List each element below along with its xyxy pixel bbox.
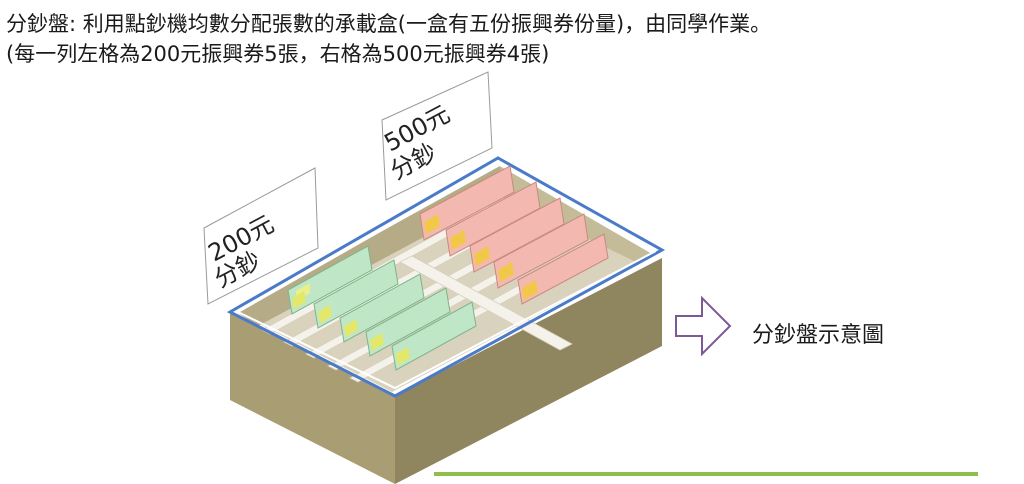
vouchers-200: [287, 245, 477, 371]
diagram-caption: 分鈔盤示意圖: [752, 323, 885, 348]
arrow-right-icon: [675, 295, 732, 357]
voucher-500: [469, 197, 565, 273]
label-card-500: 500元 分鈔: [380, 71, 493, 201]
voucher-200: [339, 273, 425, 343]
vouchers-500: [419, 165, 609, 305]
voucher-200: [313, 259, 399, 329]
description-line-2: (每一列左格為200元振興券5張，右格為500元振興券4張): [6, 42, 550, 66]
voucher-500: [419, 165, 515, 241]
voucher-200: [391, 301, 477, 371]
voucher-500: [493, 213, 589, 289]
voucher-500: [517, 233, 609, 305]
description-line-1: 分鈔盤: 利用點鈔機均數分配張數的承載盒(一盒有五份振興券份量)，由同學作業。: [6, 12, 772, 36]
voucher-200: [365, 287, 451, 357]
voucher-500: [445, 181, 541, 257]
